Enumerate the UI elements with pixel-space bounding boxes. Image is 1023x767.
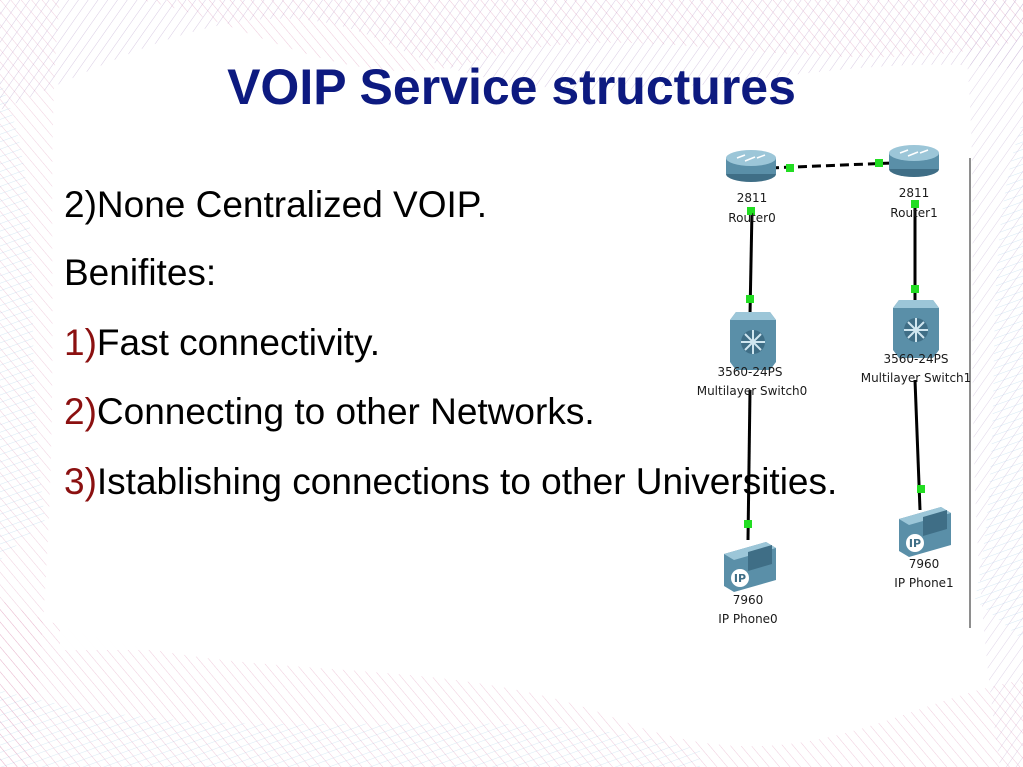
bullet-item: 1)Fast connectivity.	[64, 320, 380, 366]
router1-model: 2811	[899, 186, 930, 200]
phone0-name: IP Phone0	[718, 612, 777, 626]
slide-title: VOIP Service structures	[227, 59, 796, 115]
router-arrows-icon	[736, 154, 766, 162]
bullet-text: Fast connectivity.	[96, 322, 380, 363]
bullet-number: 3)	[64, 461, 97, 502]
router1-name: Router1	[890, 206, 937, 220]
phone1-model: 7960	[909, 557, 940, 571]
switch1[interactable]	[893, 300, 939, 358]
phone1[interactable]: IP	[899, 507, 951, 557]
switch1-name: Multilayer Switch1	[861, 371, 972, 385]
link-switch0-phone0	[746, 389, 752, 541]
bullet-text: Istablishing connections to other Univer…	[96, 461, 838, 502]
router1[interactable]	[889, 145, 939, 177]
ip-badge-icon	[906, 534, 924, 552]
bullet-item: 3)Istablishing connections to other Univ…	[64, 459, 837, 505]
router0-name: Router0	[728, 211, 775, 225]
bullet-subheading: Benifites:	[64, 250, 216, 296]
ip-badge-icon	[731, 569, 749, 587]
phone0-model: 7960	[733, 593, 764, 607]
phone1-badge: IP	[909, 537, 921, 550]
switch0-name: Multilayer Switch0	[697, 384, 808, 398]
phone1-name: IP Phone1	[894, 576, 953, 590]
switch0[interactable]	[730, 312, 776, 370]
link-status-dots	[744, 159, 925, 528]
router0-model: 2811	[737, 191, 768, 205]
bullet-number: 1)	[64, 322, 97, 363]
switch0-model: 3560-24PS	[718, 365, 783, 379]
bullet-text: 2)None Centralized VOIP.	[64, 184, 487, 225]
router-arrows-icon	[899, 149, 929, 157]
bullet-text: Benifites:	[64, 252, 217, 293]
switch1-model: 3560-24PS	[884, 352, 949, 366]
bullet-text: Connecting to other Networks.	[96, 391, 595, 432]
phone0[interactable]: IP	[724, 542, 776, 592]
phone0-badge: IP	[734, 572, 746, 585]
bullet-item: 2)Connecting to other Networks.	[64, 389, 595, 435]
bullet-number: 2)	[64, 391, 97, 432]
router0[interactable]	[726, 150, 776, 182]
bullet-heading: 2)None Centralized VOIP.	[64, 182, 487, 228]
